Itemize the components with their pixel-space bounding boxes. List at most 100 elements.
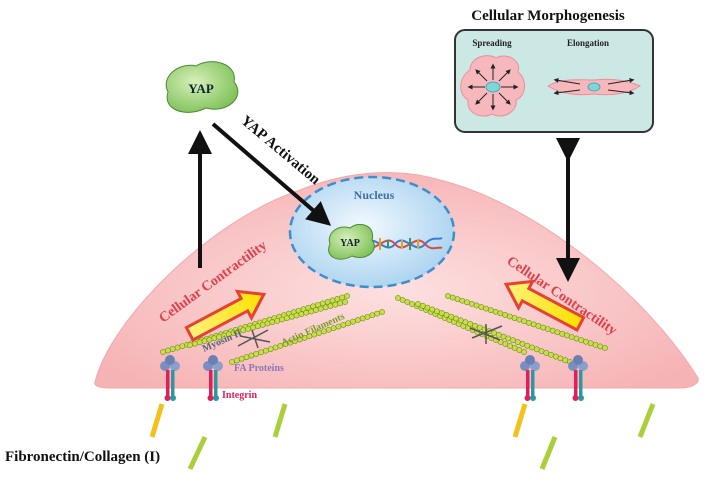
- spreading-cell: [460, 55, 525, 117]
- actin-bead: [545, 326, 551, 332]
- actin-bead: [548, 351, 554, 358]
- elongated-cell: [547, 77, 642, 96]
- myosin-right: [469, 324, 503, 344]
- yap-nuclear-protein: YAP: [328, 224, 375, 260]
- actin-bead: [487, 307, 494, 314]
- actin-bead: [568, 334, 575, 340]
- yap-activation-arrow: [211, 122, 332, 226]
- actin-bead: [429, 306, 436, 313]
- fa-proteins-label: FA Proteins: [234, 363, 284, 374]
- focal-adhesion-complex: [160, 355, 180, 401]
- actin-bead: [549, 327, 556, 334]
- actin-bead: [554, 329, 561, 336]
- actin-bead: [160, 349, 166, 355]
- actin-bead: [449, 294, 456, 301]
- actin-bead: [322, 304, 329, 311]
- actin-bead: [253, 351, 260, 357]
- actin-bead: [272, 344, 279, 351]
- focal-adhesions: [160, 355, 588, 401]
- actin-bead: [525, 319, 532, 326]
- actin-bead: [559, 330, 566, 337]
- actin-bead: [521, 349, 527, 355]
- actin-bead: [521, 318, 528, 325]
- actin-bead: [269, 319, 276, 326]
- actin-bead: [500, 333, 507, 340]
- actin-bead: [505, 335, 512, 342]
- actin-bead: [350, 318, 356, 325]
- actin-bead: [478, 304, 485, 310]
- contractility-arrow-right: [503, 279, 586, 332]
- actin-bead: [592, 341, 599, 348]
- actin-bead: [443, 311, 450, 318]
- actin-bead: [369, 312, 376, 319]
- actin-bead: [364, 313, 371, 320]
- actin-bead: [262, 347, 269, 354]
- actin-bead: [250, 324, 256, 331]
- actin-bead: [472, 322, 478, 329]
- actin-bead: [562, 357, 569, 364]
- actin-bead: [303, 309, 310, 316]
- actin-bead: [552, 353, 559, 360]
- actin-bead: [457, 317, 464, 324]
- spreading-label: Spreading: [472, 38, 512, 48]
- elongation-label: Elongation: [567, 38, 609, 48]
- actin-bead: [524, 342, 531, 349]
- actin-bead: [557, 355, 564, 362]
- actin-bead: [530, 321, 537, 328]
- actin-bead: [453, 315, 459, 322]
- actin-bead: [462, 319, 469, 326]
- actin-bead: [179, 343, 186, 350]
- actin-bead: [506, 313, 513, 320]
- actin-bead: [492, 308, 499, 315]
- morphogenesis-title: Cellular Morphogenesis: [471, 8, 625, 24]
- actin-bead: [313, 307, 319, 313]
- actin-bead: [419, 302, 426, 309]
- actin-bead: [332, 301, 339, 308]
- contractility-arrow-left: [184, 289, 267, 342]
- actin-bead: [578, 337, 585, 344]
- actin-bead: [483, 305, 489, 312]
- actin-bead: [308, 308, 314, 315]
- actin-bead: [511, 315, 518, 321]
- actin-bead: [187, 342, 193, 348]
- actin-bead: [254, 323, 261, 330]
- actin-bead: [597, 343, 604, 350]
- actin-bead: [327, 303, 334, 309]
- actin-bead: [564, 332, 570, 339]
- yap-cytoplasmic-protein: YAP: [165, 61, 239, 113]
- dna-helix: [364, 237, 443, 250]
- actin-bead: [374, 310, 381, 317]
- actin-bead: [354, 317, 361, 323]
- actin-bead: [587, 340, 594, 347]
- actin-bead: [424, 304, 431, 311]
- ecm-fibers: [10, 401, 722, 472]
- actin-bead: [510, 337, 516, 344]
- actin-bead: [267, 346, 274, 352]
- focal-adhesion-complex: [520, 355, 540, 401]
- actin-bead: [445, 293, 451, 299]
- actin-bead: [535, 323, 542, 329]
- actin-bead: [293, 312, 300, 319]
- actin-bead: [476, 324, 483, 331]
- actin-bead: [583, 338, 589, 345]
- yap-label: YAP: [188, 81, 214, 96]
- actin-bead: [497, 310, 504, 317]
- actin-bead: [533, 346, 540, 353]
- actin-bead: [283, 315, 290, 322]
- actin-bead: [379, 309, 385, 315]
- actin-bead: [467, 321, 474, 327]
- actin-bead: [258, 349, 264, 356]
- nucleus-label: Nucleus: [354, 188, 395, 202]
- actin-bead: [288, 313, 295, 320]
- actin-bead: [279, 316, 285, 323]
- focal-adhesion-complex: [203, 355, 223, 401]
- actin-bead: [448, 313, 455, 320]
- actin-bead: [468, 300, 475, 307]
- actin-bead: [473, 302, 480, 309]
- ecm-label: Fibronectin/Collagen (I): [5, 449, 160, 465]
- actin-bead: [438, 310, 445, 316]
- actin-bead: [264, 320, 271, 327]
- actin-bead: [573, 335, 580, 342]
